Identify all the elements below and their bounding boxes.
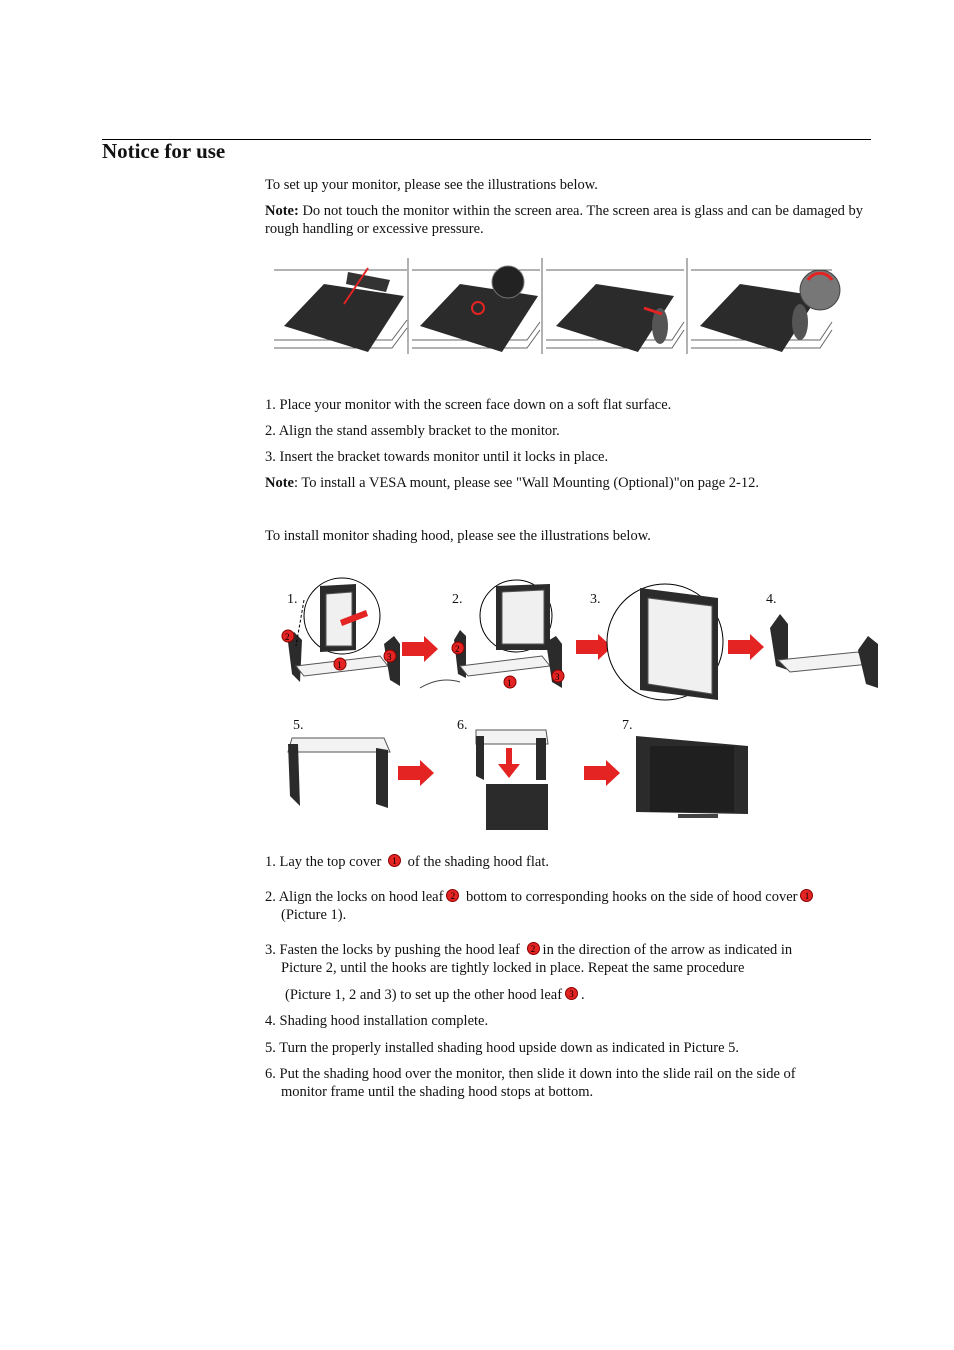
- hood-step-5: 5. Turn the properly installed shading h…: [265, 1040, 740, 1056]
- note-label: Note:: [265, 203, 299, 219]
- hood-step-3: 3. Fasten the locks by pushing the hood …: [265, 941, 865, 959]
- hood-step-6-cont: monitor frame until the shading hood sto…: [281, 1084, 594, 1100]
- svg-text:2: 2: [285, 632, 290, 642]
- page-title: Notice for use: [102, 139, 226, 163]
- svg-text:1: 1: [507, 678, 512, 688]
- hood-fig-label-1: 1.: [287, 592, 298, 607]
- badge-1: 1: [800, 889, 814, 902]
- stand-step-1: 1. Place your monitor with the screen fa…: [265, 397, 672, 413]
- hood-step-6: 6. Put the shading hood over the monitor…: [265, 1066, 796, 1082]
- svg-text:3: 3: [555, 672, 560, 682]
- hood-fig-label-6: 6.: [457, 718, 468, 733]
- note-screen: Note: Do not touch the monitor within th…: [265, 202, 865, 238]
- hood-fig-label-4: 4.: [766, 592, 777, 607]
- hood-fig-label-2: 2.: [452, 592, 463, 607]
- hood-intro-text: To install monitor shading hood, please …: [265, 528, 651, 544]
- hood-step-1-text-a: 1. Lay the top cover: [265, 854, 385, 870]
- note-vesa-label: Note: [265, 475, 294, 491]
- hood-fig-label-7: 7.: [622, 718, 633, 733]
- hood-step-1-text-b: of the shading hood flat.: [404, 854, 549, 870]
- header-rule: [102, 139, 871, 140]
- shading-hood-illustration: 1. 2. 3. 4. 5. 6. 7. 2 1 3 2 1 3: [270, 570, 890, 838]
- hood-step-2-cont: (Picture 1).: [281, 907, 347, 923]
- hood-step-2-text-a: 2. Align the locks on hood leaf: [265, 889, 444, 905]
- intro-text: To set up your monitor, please see the i…: [265, 177, 598, 193]
- stand-step-2: 2. Align the stand assembly bracket to t…: [265, 423, 560, 439]
- stand-step-3: 3. Insert the bracket towards monitor un…: [265, 449, 609, 465]
- svg-text:3: 3: [387, 652, 392, 662]
- note-vesa: Note: To install a VESA mount, please se…: [265, 474, 865, 492]
- stand-assembly-illustration: [274, 258, 841, 354]
- badge-3: 3: [565, 987, 579, 1000]
- hood-step-3-text-e: .: [581, 987, 585, 1003]
- hood-step-1: 1. Lay the top cover 1 of the shading ho…: [265, 853, 865, 871]
- hood-step-2-text-b: bottom to corresponding hooks on the sid…: [462, 889, 798, 905]
- note-text: Do not touch the monitor within the scre…: [265, 203, 864, 237]
- hood-step-3-text-d: (Picture 1, 2 and 3) to set up the other…: [285, 987, 563, 1003]
- hood-step-3-cont: Picture 2, until the hooks are tightly l…: [281, 960, 745, 976]
- svg-text:2: 2: [455, 644, 460, 654]
- badge-2: 2: [526, 942, 540, 955]
- hood-fig-label-5: 5.: [293, 718, 304, 733]
- hood-fig-label-3: 3.: [590, 592, 601, 607]
- hood-step-3-text-a: 3. Fasten the locks by pushing the hood …: [265, 942, 524, 958]
- note-vesa-text: : To install a VESA mount, please see "W…: [294, 475, 759, 491]
- badge-2: 2: [446, 889, 460, 902]
- hood-step-3-text-b: in the direction of the arrow as indicat…: [542, 942, 793, 958]
- hood-step-3-cont2: (Picture 1, 2 and 3) to set up the other…: [285, 986, 885, 1004]
- badge-1: 1: [388, 854, 401, 867]
- svg-text:1: 1: [337, 660, 342, 670]
- hood-step-4: 4. Shading hood installation complete.: [265, 1013, 489, 1029]
